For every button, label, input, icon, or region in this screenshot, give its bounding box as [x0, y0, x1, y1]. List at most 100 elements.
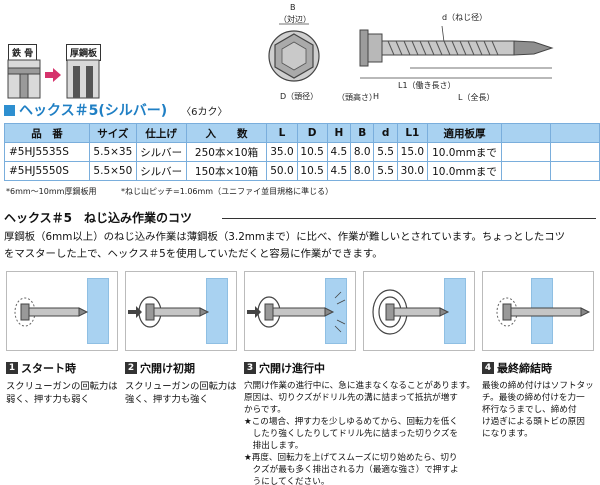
table-header: d: [373, 123, 398, 143]
step-text: 弱く、押す力も弱く: [6, 394, 90, 405]
step-text: 穴開け作業の進行中に、急に進まなくなることがあります。: [244, 381, 475, 391]
table-header: 適用板厚: [426, 123, 503, 143]
step-number-badge: 2: [125, 362, 137, 374]
table-row: #5HJ5550S 5.5×50 シルバー 150本×10箱 50.0 10.5…: [4, 161, 600, 181]
step-title: スタート時: [21, 362, 76, 375]
table-cell: 8.0: [350, 142, 375, 162]
table-cell: 35.0: [266, 142, 298, 162]
step-3b-illustration: [363, 271, 475, 351]
table-header: 品 番: [4, 123, 90, 143]
dim-l-label: L（全長）: [458, 93, 495, 102]
table-cell: 250本×10箱: [185, 142, 268, 162]
table-cell: 10.5: [296, 142, 328, 162]
table-cell: 4.5: [326, 161, 352, 181]
square-bullet-icon: [4, 104, 15, 116]
step-text: 原因は、切りクズがドリル先の溝に詰まって抵抗が増す: [244, 393, 458, 403]
illustration-area: 鉄 骨 厚鋼板 B （対辺） D（頭径） d（ねじ径）: [0, 0, 600, 102]
dim-h-sub-label: （頭高さ）: [337, 93, 377, 102]
step-text: ★再度、回転力を上げてスムーズに切り始めたら、切り: [244, 453, 458, 463]
step-text: スクリューガンの回転力は: [125, 381, 237, 392]
table-cell: 4.5: [326, 142, 352, 162]
table-cell: 50.0: [266, 161, 298, 181]
step-1-illustration: [6, 271, 118, 351]
screw-side-view-icon: [359, 25, 554, 79]
table-cell: #5HJ5550S: [4, 161, 90, 181]
table-header: [549, 123, 600, 143]
table-header: L1: [396, 123, 428, 143]
table-cell: 15.0: [396, 142, 428, 162]
step-text: クズが最も多く排出される力（最適な強さ）で押すよ: [244, 465, 459, 475]
table-cell: 5.5: [373, 161, 398, 181]
step-text: 最後の締め付けはソフトタッ: [482, 381, 594, 391]
screw-drilling-icon: [128, 296, 210, 328]
step-text: 強く、押す力も強く: [125, 394, 209, 405]
step-text: になります。: [482, 429, 533, 439]
step-title: 穴開け初期: [140, 362, 195, 375]
table-cell: [549, 142, 600, 162]
hex-head-top-view-icon: [268, 23, 320, 82]
dim-d-label: D（頭径）: [280, 92, 319, 101]
dim-l1-label: L1（働き長さ）: [398, 81, 456, 90]
step-text: したり強くしたりしてドリル先に詰まった切りクズを: [244, 429, 459, 439]
table-cell: 8.0: [350, 161, 375, 181]
table-header: [501, 123, 551, 143]
table-cell: 5.5×35: [88, 142, 137, 162]
step-number-badge: 1: [6, 362, 18, 374]
table-cell: 10.0mmまで: [426, 142, 503, 162]
dim-b-sub-label: （対辺）: [279, 15, 311, 24]
product-subtitle: 〈6カク〉: [181, 106, 228, 118]
table-footnotes: *6mm〜10mm厚鋼板用 *ねじ山ピッチ=1.06mm（ユニファイ並目規格に準…: [6, 186, 355, 197]
tips-line-1: 厚鋼板（6mm以上）のねじ込み作業は薄鋼板（3.2mmまで）に比べ、作業が難しい…: [4, 231, 566, 243]
table-cell: 10.5: [296, 161, 328, 181]
step-title: 穴開け進行中: [259, 362, 325, 375]
tips-paragraph: 厚鋼板（6mm以上）のねじ込み作業は薄鋼板（3.2mmまで）に比べ、作業が難しい…: [4, 229, 598, 263]
table-row: #5HJ5535S 5.5×35 シルバー 250本×10箱 35.0 10.5…: [4, 142, 600, 162]
table-header: 入 数: [185, 123, 268, 143]
screw-progress-icon: [247, 291, 346, 333]
footnote-pitch: *ねじ山ピッチ=1.06mm（ユニファイ並目規格に準じる）: [121, 187, 334, 196]
step-text: スクリューガンの回転力は: [6, 381, 118, 392]
step-number-badge: 3: [244, 362, 256, 374]
table-cell: [501, 142, 551, 162]
tips-line-2: をマスターした上で、ヘックス＃5を使用していただくと容易に作業ができます。: [4, 248, 383, 260]
table-header: 仕上げ: [135, 123, 187, 143]
table-cell: 10.0mmまで: [426, 161, 503, 181]
step-text: うにしてください。: [244, 477, 330, 485]
step-text: ★この場合、押す力を少しゆるめてから、回転力を低く: [244, 417, 458, 427]
dim-b-label: B: [290, 3, 296, 12]
steel-frame-icon: [7, 59, 41, 99]
table-cell: #5HJ5535S: [4, 142, 90, 162]
step-text: け過ぎによる頭トビの原因: [482, 417, 585, 427]
tips-heading: ヘックス＃5 ねじ込み作業のコツ: [4, 211, 192, 225]
step-text: 杯行なうまでし、締め付: [482, 405, 577, 415]
table-cell: シルバー: [135, 142, 187, 162]
table-cell: [549, 161, 600, 181]
product-title: ヘックス＃5(シルバー): [19, 103, 168, 119]
screw-start-icon: [14, 297, 89, 327]
product-heading: ヘックス＃5(シルバー) 〈6カク〉: [4, 101, 228, 119]
table-header: サイズ: [88, 123, 137, 143]
spec-table: 品 番 サイズ 仕上げ 入 数 L D H B d L1 適用板厚 #5HJ55…: [4, 123, 600, 181]
table-cell: [501, 161, 551, 181]
footnote-plate: *6mm〜10mm厚鋼板用: [6, 187, 97, 196]
thick-plate-icon: [66, 59, 100, 99]
table-cell: 5.5: [373, 142, 398, 162]
step-title: 最終締結時: [497, 362, 552, 375]
divider: [222, 218, 596, 219]
table-cell: 150本×10箱: [185, 161, 268, 181]
screw-rotation-icon: [372, 289, 450, 335]
screw-final-icon: [496, 297, 591, 327]
step-number-badge: 4: [482, 362, 494, 374]
step-text: 排出します。: [244, 441, 304, 451]
step-3-illustration: [244, 271, 356, 351]
table-header: D: [296, 123, 328, 143]
table-header: L: [266, 123, 298, 143]
dim-d-small-label: d（ねじ径）: [442, 13, 488, 22]
step-4-illustration: [482, 271, 594, 351]
step-2-illustration: [125, 271, 237, 351]
dim-h-label: H: [373, 92, 380, 101]
